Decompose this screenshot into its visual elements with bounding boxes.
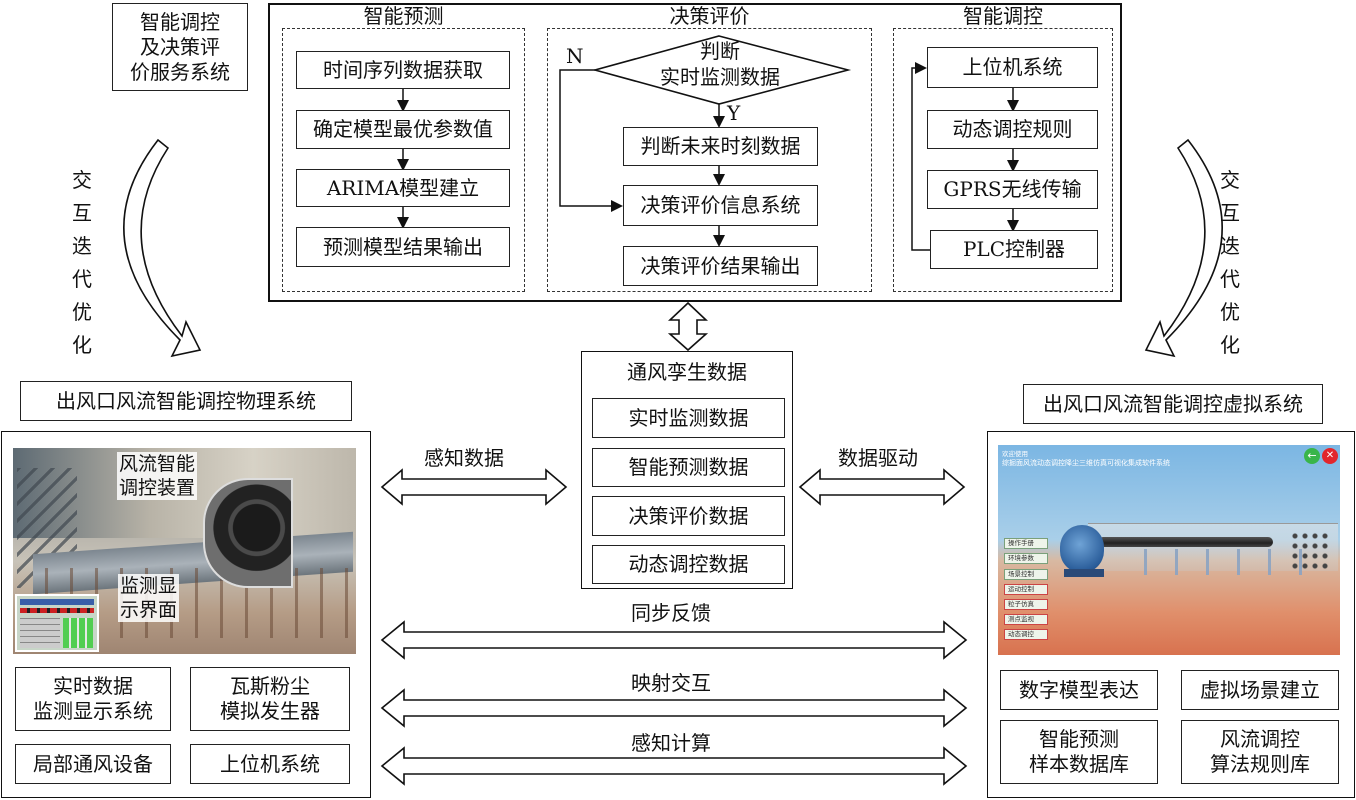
virtual-system-title: 出风口风流智能调控虚拟系统 xyxy=(1023,384,1323,424)
twin-item-2: 智能预测数据 xyxy=(592,448,785,487)
control-flow-arrows xyxy=(911,62,1019,251)
control-section xyxy=(893,28,1113,292)
twin-data-panel xyxy=(581,351,793,589)
virtual-module-4: 风流调控 算法规则库 xyxy=(1181,720,1339,784)
physical-module-4: 上位机系统 xyxy=(190,744,350,784)
prediction-step-1: 时间序列数据获取 xyxy=(296,51,510,89)
sense-data-label: 感知数据 xyxy=(424,446,504,470)
decision-step-3: 决策评价结果输出 xyxy=(623,246,818,286)
left-iterate-label: 交互迭代优化 xyxy=(72,168,92,357)
prediction-step-3: ARIMA模型建立 xyxy=(296,169,510,207)
decision-yes-label: Y xyxy=(727,101,741,125)
twin-item-4: 动态调控数据 xyxy=(592,545,785,584)
menu-item-particle[interactable]: 粒子仿真 xyxy=(1004,599,1048,610)
sensor-posts xyxy=(1116,549,1316,575)
decision-section xyxy=(547,28,872,292)
sync-feedback-label: 同步反馈 xyxy=(631,601,711,625)
map-interact-label: 映射交互 xyxy=(631,671,711,695)
decision-flow-arrows xyxy=(559,69,725,247)
decision-diamond xyxy=(591,35,852,105)
photo-device-inset xyxy=(203,478,293,588)
menu-item-dynamic[interactable]: 动态调控 xyxy=(1004,629,1048,640)
decision-step-2: 决策评价信息系统 xyxy=(623,185,818,226)
close-icon[interactable]: ✕ xyxy=(1322,448,1338,464)
physical-module-3: 局部通风设备 xyxy=(15,744,171,784)
control-step-2: 动态调控规则 xyxy=(927,110,1098,149)
fan-base xyxy=(1064,569,1104,577)
twin-item-3: 决策评价数据 xyxy=(592,496,785,536)
virtual-system-panel xyxy=(987,431,1355,798)
physical-system-photo xyxy=(13,448,356,654)
physical-system-panel xyxy=(1,431,371,798)
physical-module-1: 实时数据 监测显示系统 xyxy=(15,667,171,731)
physical-module-2: 瓦斯粉尘 模拟发生器 xyxy=(190,667,350,731)
photo-label-monitor: 监测显 示界面 xyxy=(118,574,180,622)
twin-data-title: 通风孪生数据 xyxy=(627,360,747,384)
menu-item-monitor[interactable]: 测点监视 xyxy=(1004,614,1048,625)
twin-item-1: 实时监测数据 xyxy=(592,398,785,438)
control-step-3: GPRS无线传输 xyxy=(927,170,1098,209)
left-iterate-curve-arrow xyxy=(123,138,202,358)
virtual-scene-screen: 欢迎使用 综掘面风流动态调控降尘三维仿真可视化集成软件系统 ← ✕ 操作手册 环… xyxy=(998,445,1340,655)
fan-housing xyxy=(1060,525,1104,573)
service-system-label: 智能调控 及决策评 价服务系统 xyxy=(112,3,248,91)
decision-step-1: 判断未来时刻数据 xyxy=(623,127,818,166)
photo-label-device: 风流智能 调控装置 xyxy=(117,452,198,500)
virtual-module-3: 智能预测 样本数据库 xyxy=(1000,720,1158,784)
back-icon[interactable]: ← xyxy=(1304,448,1320,464)
right-iterate-curve-arrow xyxy=(1144,138,1223,358)
screen-welcome: 欢迎使用 xyxy=(1002,450,1028,458)
nozzle-array xyxy=(1290,531,1330,571)
virtual-module-1: 数字模型表达 xyxy=(1000,670,1158,710)
service-system-panel xyxy=(268,3,1122,302)
decision-title: 决策评价 xyxy=(669,4,750,28)
decision-no-label: N xyxy=(566,44,584,68)
prediction-title: 智能预测 xyxy=(363,4,444,28)
top-twin-double-arrow xyxy=(667,301,709,352)
duct-pipe xyxy=(1098,537,1273,547)
decision-diamond-text: 判断 实时监测数据 xyxy=(660,39,780,89)
prediction-step-4: 预测模型结果输出 xyxy=(296,227,510,267)
prediction-section xyxy=(282,28,525,292)
menu-item-scene[interactable]: 场景控制 xyxy=(1004,569,1048,580)
horizontal-double-arrows xyxy=(380,468,968,786)
data-drive-label: 数据驱动 xyxy=(838,446,918,470)
control-step-1: 上位机系统 xyxy=(927,47,1098,88)
menu-item-motion[interactable]: 运动控制 xyxy=(1004,584,1048,595)
photo-monitor-inset xyxy=(15,594,99,652)
sense-compute-label: 感知计算 xyxy=(631,731,711,755)
menu-item-environment[interactable]: 环境参数 xyxy=(1004,553,1048,564)
virtual-module-2: 虚拟场景建立 xyxy=(1181,670,1339,710)
control-title: 智能调控 xyxy=(963,4,1043,28)
menu-item-manual[interactable]: 操作手册 xyxy=(1004,538,1048,549)
control-step-4: PLC控制器 xyxy=(930,230,1098,269)
right-iterate-label: 交互迭代优化 xyxy=(1220,168,1240,357)
physical-system-title: 出风口风流智能调控物理系统 xyxy=(20,381,352,421)
prediction-step-2: 确定模型最优参数值 xyxy=(296,110,510,149)
screen-title: 综掘面风流动态调控降尘三维仿真可视化集成软件系统 xyxy=(1002,459,1170,467)
